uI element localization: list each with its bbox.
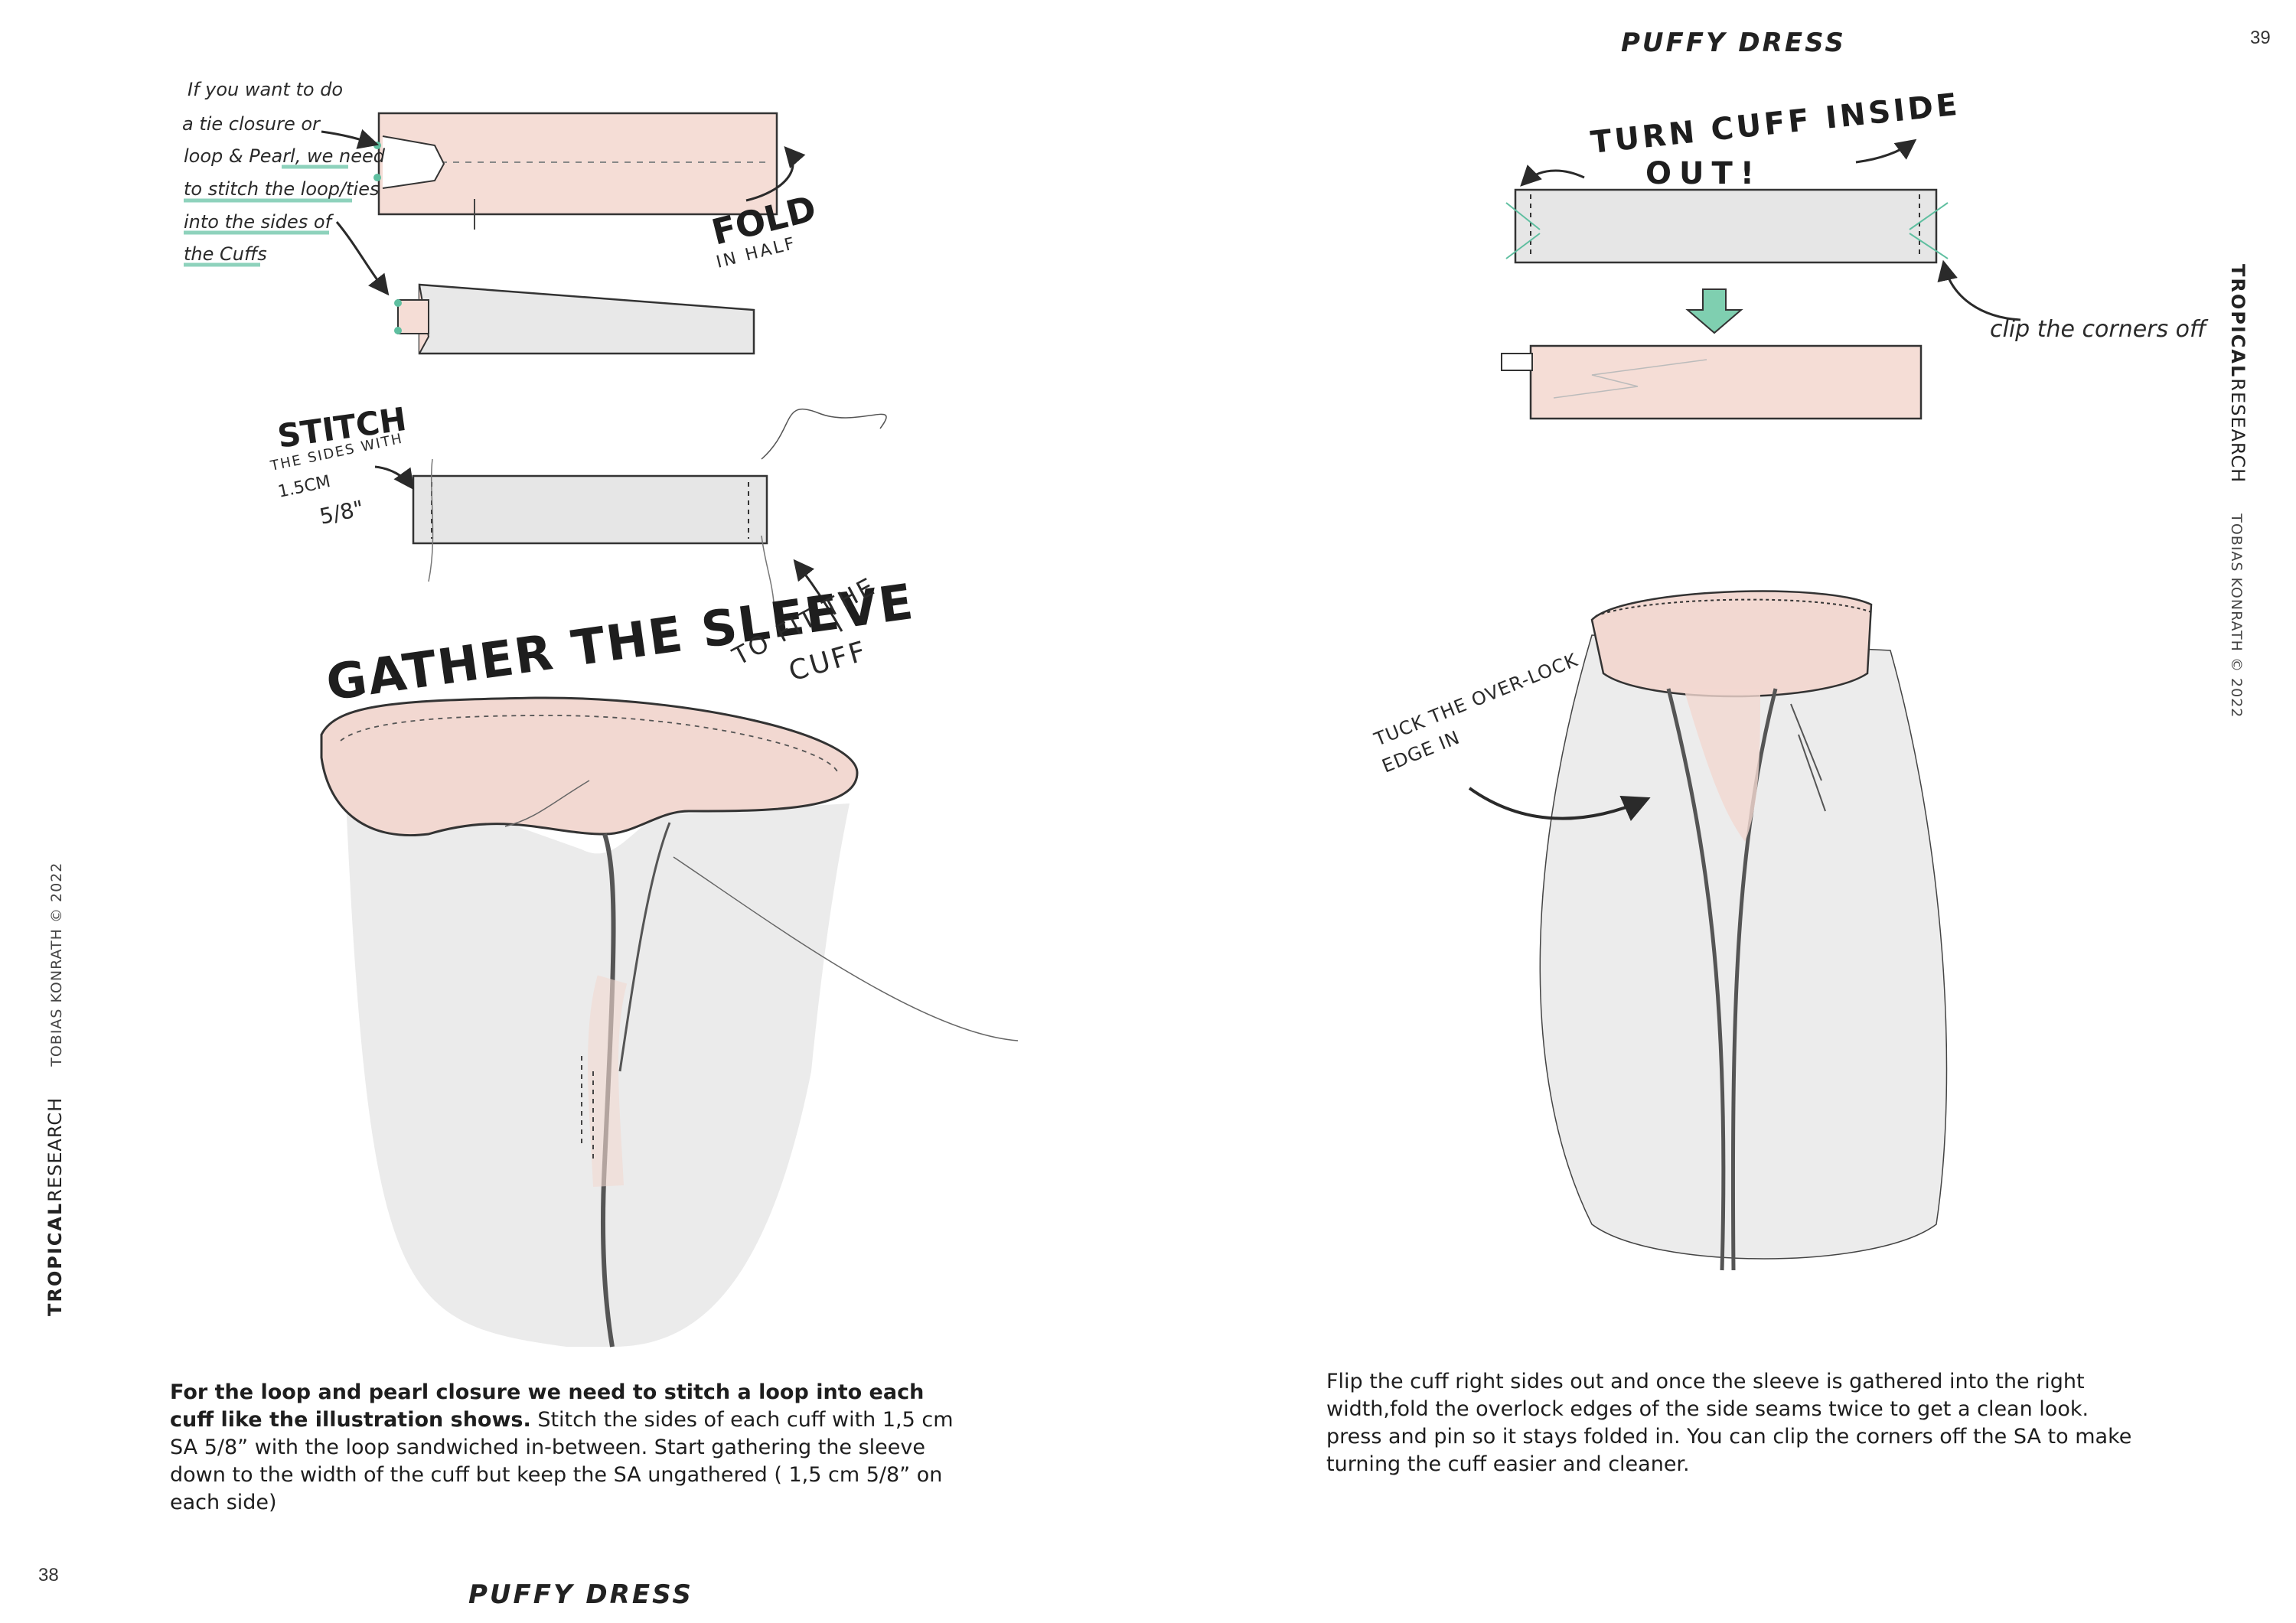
right-page-number: 39 xyxy=(2250,28,2271,48)
right-page xyxy=(1148,0,2296,1623)
right-running-title: PUFFY DRESS xyxy=(1621,28,1846,58)
left-paragraph-rest: Stitch the sides of each cuff with 1,5 c… xyxy=(170,1408,954,1514)
left-paragraph: For the loop and pearl closure we need t… xyxy=(170,1379,974,1517)
brand-tropical: TROPICAL xyxy=(44,1201,66,1316)
left-brand: TROPICALRESEARCH TOBIAS KONRATH © 2022 xyxy=(44,862,66,1316)
brand-research: RESEARCH xyxy=(44,1097,66,1202)
brand-credit: TOBIAS KONRATH © 2022 xyxy=(48,862,65,1067)
right-paragraph: Flip the cuff right sides out and once t… xyxy=(1326,1370,2132,1476)
left-running-title: PUFFY DRESS xyxy=(468,1579,693,1610)
left-page-number: 38 xyxy=(38,1565,59,1586)
left-paragraph-bold: For the loop and pearl closure we need t… xyxy=(170,1380,925,1432)
